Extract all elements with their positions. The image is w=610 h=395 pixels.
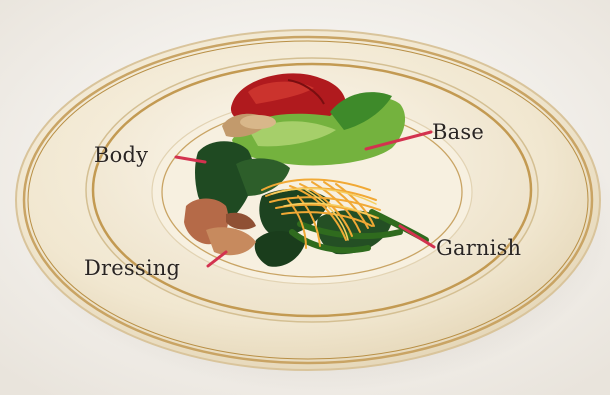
base-label: Base <box>432 120 484 144</box>
garnish-label: Garnish <box>436 236 521 260</box>
body-label: Body <box>94 143 148 167</box>
dressing-label: Dressing <box>84 256 180 280</box>
